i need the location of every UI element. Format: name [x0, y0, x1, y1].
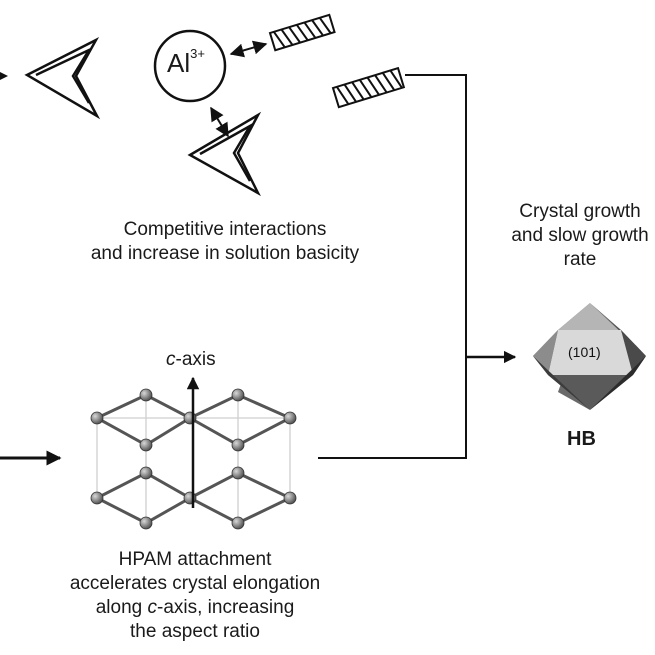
- al-ion-label: Al3+: [167, 46, 205, 79]
- tri-molecule-2: [187, 111, 262, 197]
- c-axis-rest: -axis: [175, 349, 216, 370]
- bottom-caption-line3: along c-axis, increasing: [40, 596, 350, 620]
- crystal-name: HB: [567, 428, 596, 450]
- al-charge: 3+: [190, 46, 205, 61]
- c-axis-label: c-axis: [166, 349, 216, 371]
- polymer-coil-2: [331, 66, 406, 109]
- bottom-caption-line1: HPAM attachment: [118, 549, 272, 570]
- bottom-caption-line3-italic: c: [147, 597, 158, 618]
- octahedral-crystal: [533, 303, 646, 410]
- top-caption-line1: Competitive interactions: [123, 219, 327, 240]
- top-flow-line: [318, 74, 467, 459]
- double-arrow-al-polymer: [229, 40, 268, 58]
- polymer-coil-1: [268, 13, 336, 52]
- bottom-caption-line3-rest: -axis, increasing: [157, 597, 295, 618]
- al-symbol: Al: [167, 48, 191, 78]
- top-left-arrow: [0, 72, 8, 80]
- crystal-face-label: (101): [568, 344, 601, 360]
- al-ion-circle: [153, 29, 227, 103]
- right-caption: Crystal growth and slow growth rate: [490, 200, 655, 272]
- tri-molecule-1: [24, 37, 101, 120]
- top-caption: Competitive interactions and increase in…: [60, 218, 390, 266]
- top-caption-line2: and increase in solution basicity: [90, 243, 360, 264]
- bottom-caption-line4: the aspect ratio: [130, 621, 260, 642]
- bottom-caption-line2: accelerates crystal elongation: [69, 573, 321, 594]
- bottom-caption: HPAM attachment accelerates crystal elon…: [40, 548, 350, 644]
- c-axis-italic: c: [166, 349, 176, 370]
- right-caption-line1: Crystal growth: [519, 201, 641, 222]
- double-arrow-al-molecule: [210, 106, 229, 138]
- right-caption-line2: and slow growth: [511, 225, 649, 246]
- right-caption-line3: rate: [563, 249, 597, 270]
- bottom-caption-line3-prefix: along: [95, 597, 148, 618]
